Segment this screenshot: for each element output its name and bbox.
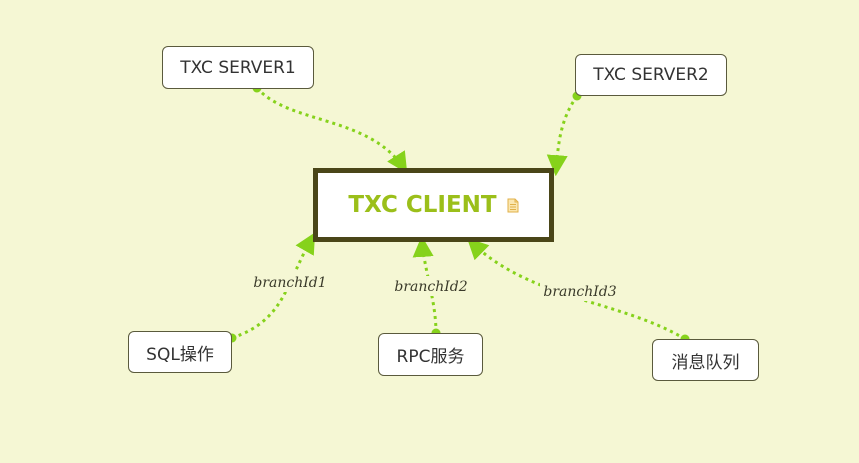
topic-message-queue[interactable]: 消息队列 [652, 339, 759, 381]
connector-sql-to-client [231, 232, 316, 340]
topic-sql-operation[interactable]: SQL操作 [128, 331, 232, 373]
central-topic-label: TXC CLIENT [348, 192, 497, 218]
connector-server2-to-client [546, 95, 579, 177]
edge-label-branchid3: branchId3 [543, 284, 616, 300]
edge-label-bg [391, 276, 471, 296]
edge-label-bg [250, 272, 330, 292]
topic-txc-server2[interactable]: TXC SERVER2 [575, 54, 727, 96]
topic-label: RPC服务 [396, 347, 465, 367]
note-icon[interactable] [507, 198, 519, 213]
topic-rpc-service[interactable]: RPC服务 [378, 333, 483, 376]
topic-label: TXC SERVER2 [593, 65, 709, 85]
edge-label-branchid2: branchId2 [394, 279, 467, 295]
central-topic-txc-client[interactable]: TXC CLIENT [313, 168, 554, 242]
connector-rpc-to-client [412, 235, 438, 334]
edge-label-bg [540, 281, 620, 301]
topic-label: TXC SERVER1 [180, 57, 296, 78]
topic-label: 消息队列 [671, 352, 740, 373]
topic-label: SQL操作 [146, 344, 214, 365]
topic-txc-server1[interactable]: TXC SERVER1 [162, 46, 314, 89]
connector-mq-to-client [467, 238, 686, 341]
edge-label-branchid1: branchId1 [253, 275, 326, 291]
connector-server1-to-client [255, 87, 408, 174]
